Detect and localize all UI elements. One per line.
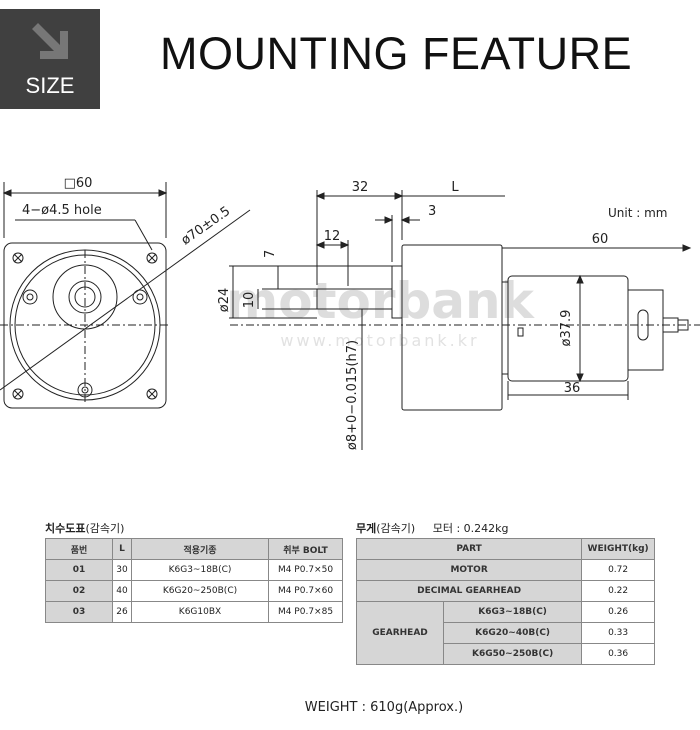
dim-12-label: 12 — [324, 229, 341, 244]
square-dim-label: □60 — [64, 176, 93, 191]
table-row: K6G50~250B(C) 0.36 — [357, 643, 655, 665]
watermark-url: www.motorbank.kr — [280, 331, 479, 350]
motor-weight-note: 모터 : 0.242kg — [432, 522, 509, 535]
dim-3-label: 3 — [428, 204, 436, 219]
front-view — [0, 182, 251, 409]
dim-10-label: 10 — [242, 292, 257, 309]
table-row: MOTOR 0.72 — [355, 559, 655, 581]
dim-60-label: 60 — [592, 232, 609, 247]
arrow-down-right-icon — [32, 23, 68, 59]
dim-32-label: 32 — [352, 180, 369, 195]
unit-label: Unit : mm — [608, 206, 667, 220]
table-row: DECIMAL GEARHEAD 0.22 — [355, 580, 655, 602]
table-row: GEARHEAD K6G3~18B(C) 0.26 — [356, 601, 655, 665]
dim-379-label: ø37.9 — [559, 310, 574, 347]
side-view — [229, 190, 700, 450]
technical-drawing: motorbank www.motorbank.kr □60 4−ø4.5 ho… — [0, 176, 700, 450]
dim-L-label: L — [451, 180, 459, 195]
table-header-row: PART WEIGHT(kg) — [355, 538, 655, 560]
table-row: 02 40 K6G20~250B(C) M4 P0.7×60 — [45, 580, 343, 602]
shaft-dim-label: ø8+0−0.015(h7) — [345, 340, 360, 450]
total-weight-footer: WEIGHT : 610g(Approx.) — [304, 700, 464, 715]
weight-table: PART WEIGHT(kg) MOTOR 0.72 DECIMAL GEARH… — [355, 538, 655, 665]
page-title: MOUNTING FEATURE — [160, 28, 633, 79]
table-row: 01 30 K6G3~18B(C) M4 P0.7×50 — [45, 559, 343, 581]
table-row: 03 26 K6G10BX M4 P0.7×85 — [45, 601, 343, 623]
hole-dim-label: 4−ø4.5 hole — [22, 203, 102, 218]
size-badge: SIZE — [0, 9, 100, 109]
watermark-text: motorbank — [226, 272, 535, 330]
table-row: K6G20~40B(C) 0.33 — [357, 622, 655, 644]
dimension-table: 품번 L 적용기종 취부 BOLT 01 30 K6G3~18B(C) M4 P… — [45, 538, 343, 623]
dim-7-label: 7 — [263, 250, 278, 258]
weight-table-title: 무게(감속기) 모터 : 0.242kg — [356, 522, 509, 535]
table-header-row: 품번 L 적용기종 취부 BOLT — [45, 538, 343, 560]
dim-24-label: ø24 — [217, 288, 232, 313]
badge-label: SIZE — [25, 73, 75, 98]
dim-36-label: 36 — [564, 381, 581, 396]
dim-table-title: 치수도표(감속기) — [45, 522, 125, 535]
